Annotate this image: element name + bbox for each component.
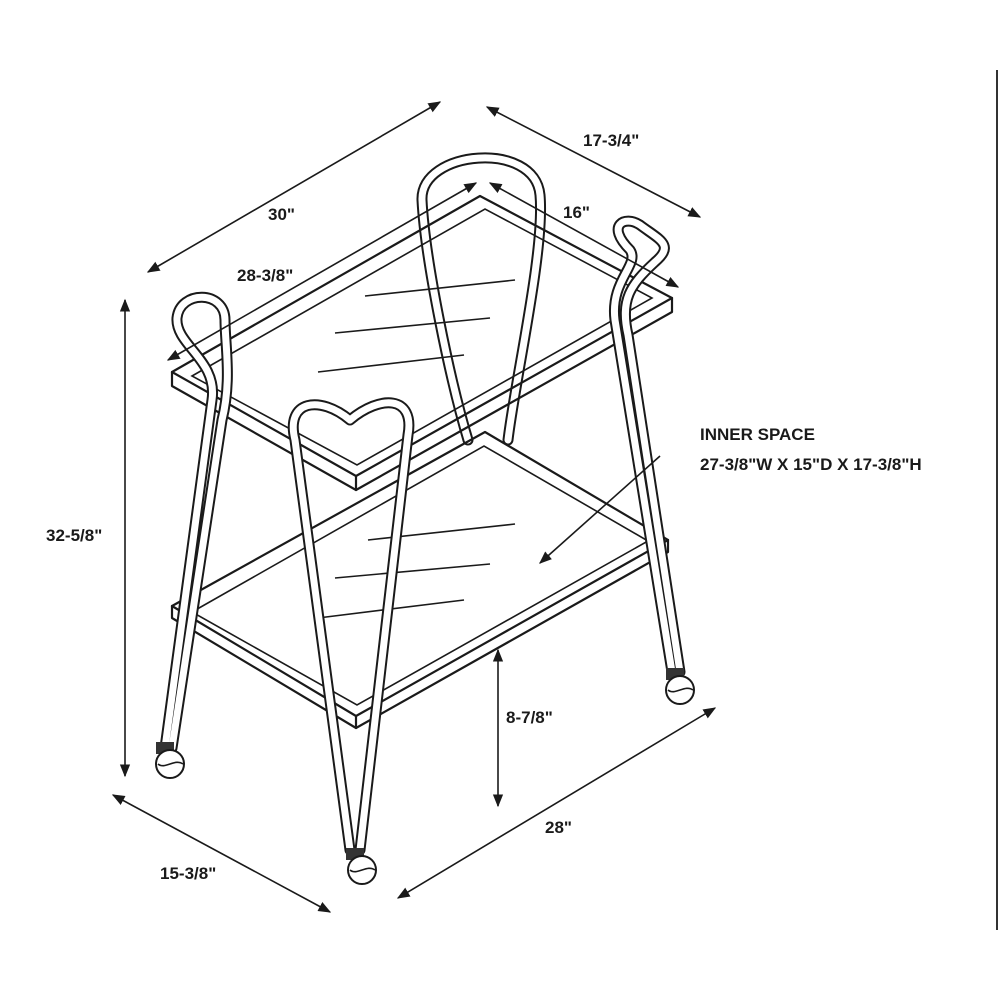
front-leg xyxy=(287,397,415,856)
arrow-overall-width xyxy=(146,101,442,273)
label-base-depth: 15-3/8" xyxy=(160,864,216,883)
left-leg xyxy=(159,291,233,754)
label-tray-width: 28-3/8" xyxy=(237,266,293,285)
inner-space-title: INNER SPACE xyxy=(700,425,815,444)
label-tray-depth: 16" xyxy=(563,203,590,222)
wheel-front xyxy=(346,848,377,885)
arrow-tray-width xyxy=(166,182,478,361)
wheel-left xyxy=(155,742,185,779)
bottom-tray xyxy=(170,430,670,730)
label-overall-depth: 17-3/4" xyxy=(583,131,639,150)
wheel-right xyxy=(665,668,695,705)
label-height: 32-5/8" xyxy=(46,526,102,545)
arrow-tray-depth xyxy=(488,182,680,288)
label-bottom-clearance: 8-7/8" xyxy=(506,708,553,727)
inner-space-value: 27-3/8"W X 15"D X 17-3/8"H xyxy=(700,455,922,474)
label-base-width: 28" xyxy=(545,818,572,837)
arrow-inner-space xyxy=(539,455,661,564)
label-overall-width: 30" xyxy=(268,205,295,224)
arrow-base-depth xyxy=(111,794,332,913)
arrow-base-width xyxy=(396,707,717,899)
right-leg xyxy=(608,215,686,678)
